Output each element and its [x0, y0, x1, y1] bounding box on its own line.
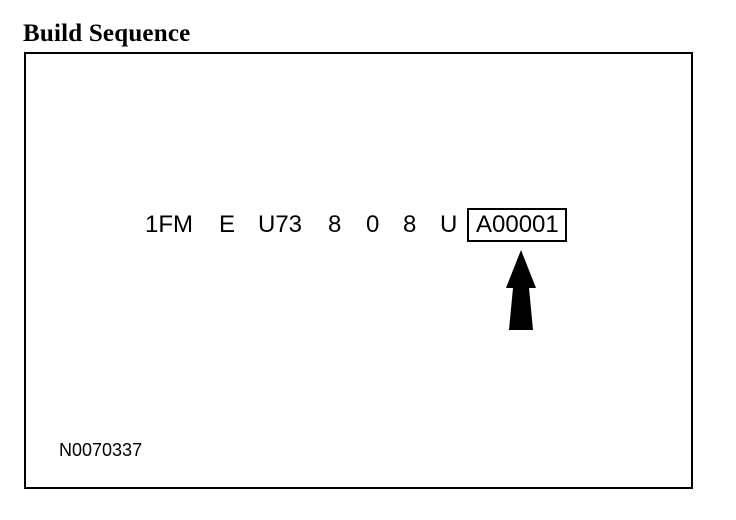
vin-segment-model-year: 8	[403, 211, 417, 238]
vin-number: 1FM E U73 8 0 8 U A00001	[26, 54, 691, 487]
vin-segment-wmi: 1FM	[145, 211, 193, 238]
reference-code: N0070337	[59, 440, 143, 460]
vin-segment-assembly-plant: U	[440, 211, 458, 238]
vin-segment-restraint: E	[219, 211, 236, 238]
diagram-title: Build Sequence	[23, 20, 191, 47]
diagram-frame: 1FM E U73 8 0 8 U A00001 N0070337	[24, 52, 693, 489]
vin-segment-check-digit: 0	[366, 211, 380, 238]
vin-segment-engine: 8	[328, 211, 342, 238]
vin-segment-build-sequence: A00001	[467, 208, 567, 242]
vin-segment-model: U73	[258, 211, 303, 238]
pointer-arrow-icon	[506, 250, 536, 330]
